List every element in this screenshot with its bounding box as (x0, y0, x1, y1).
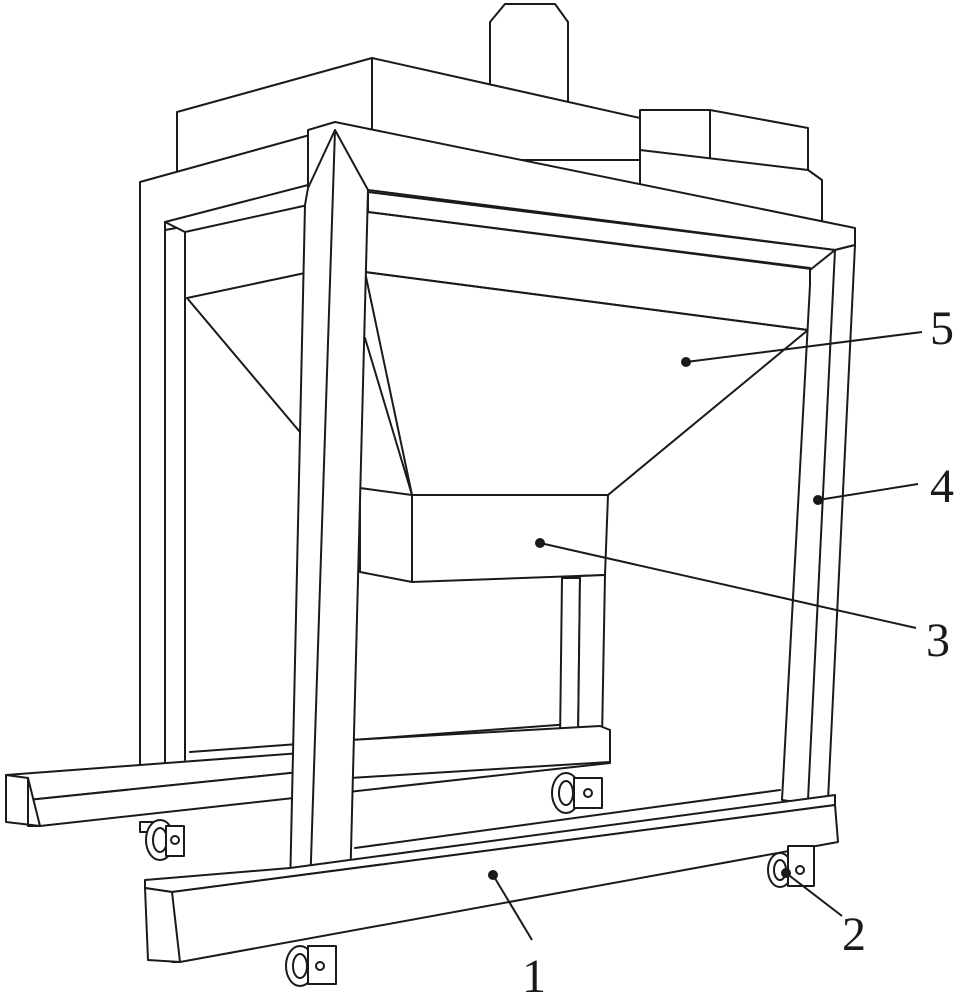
caster-rear-right (552, 773, 602, 813)
caster-rear-left (140, 820, 184, 860)
discharge-box (360, 488, 608, 582)
label-part-4: 4 (930, 460, 954, 513)
label-part-2: 2 (842, 908, 866, 961)
label-part-3: 3 (926, 614, 950, 667)
label-part-5: 5 (930, 302, 954, 355)
inner-support (350, 575, 610, 778)
hopper (187, 272, 808, 495)
label-part-1: 1 (522, 950, 546, 1000)
caster-front-left (286, 946, 336, 986)
